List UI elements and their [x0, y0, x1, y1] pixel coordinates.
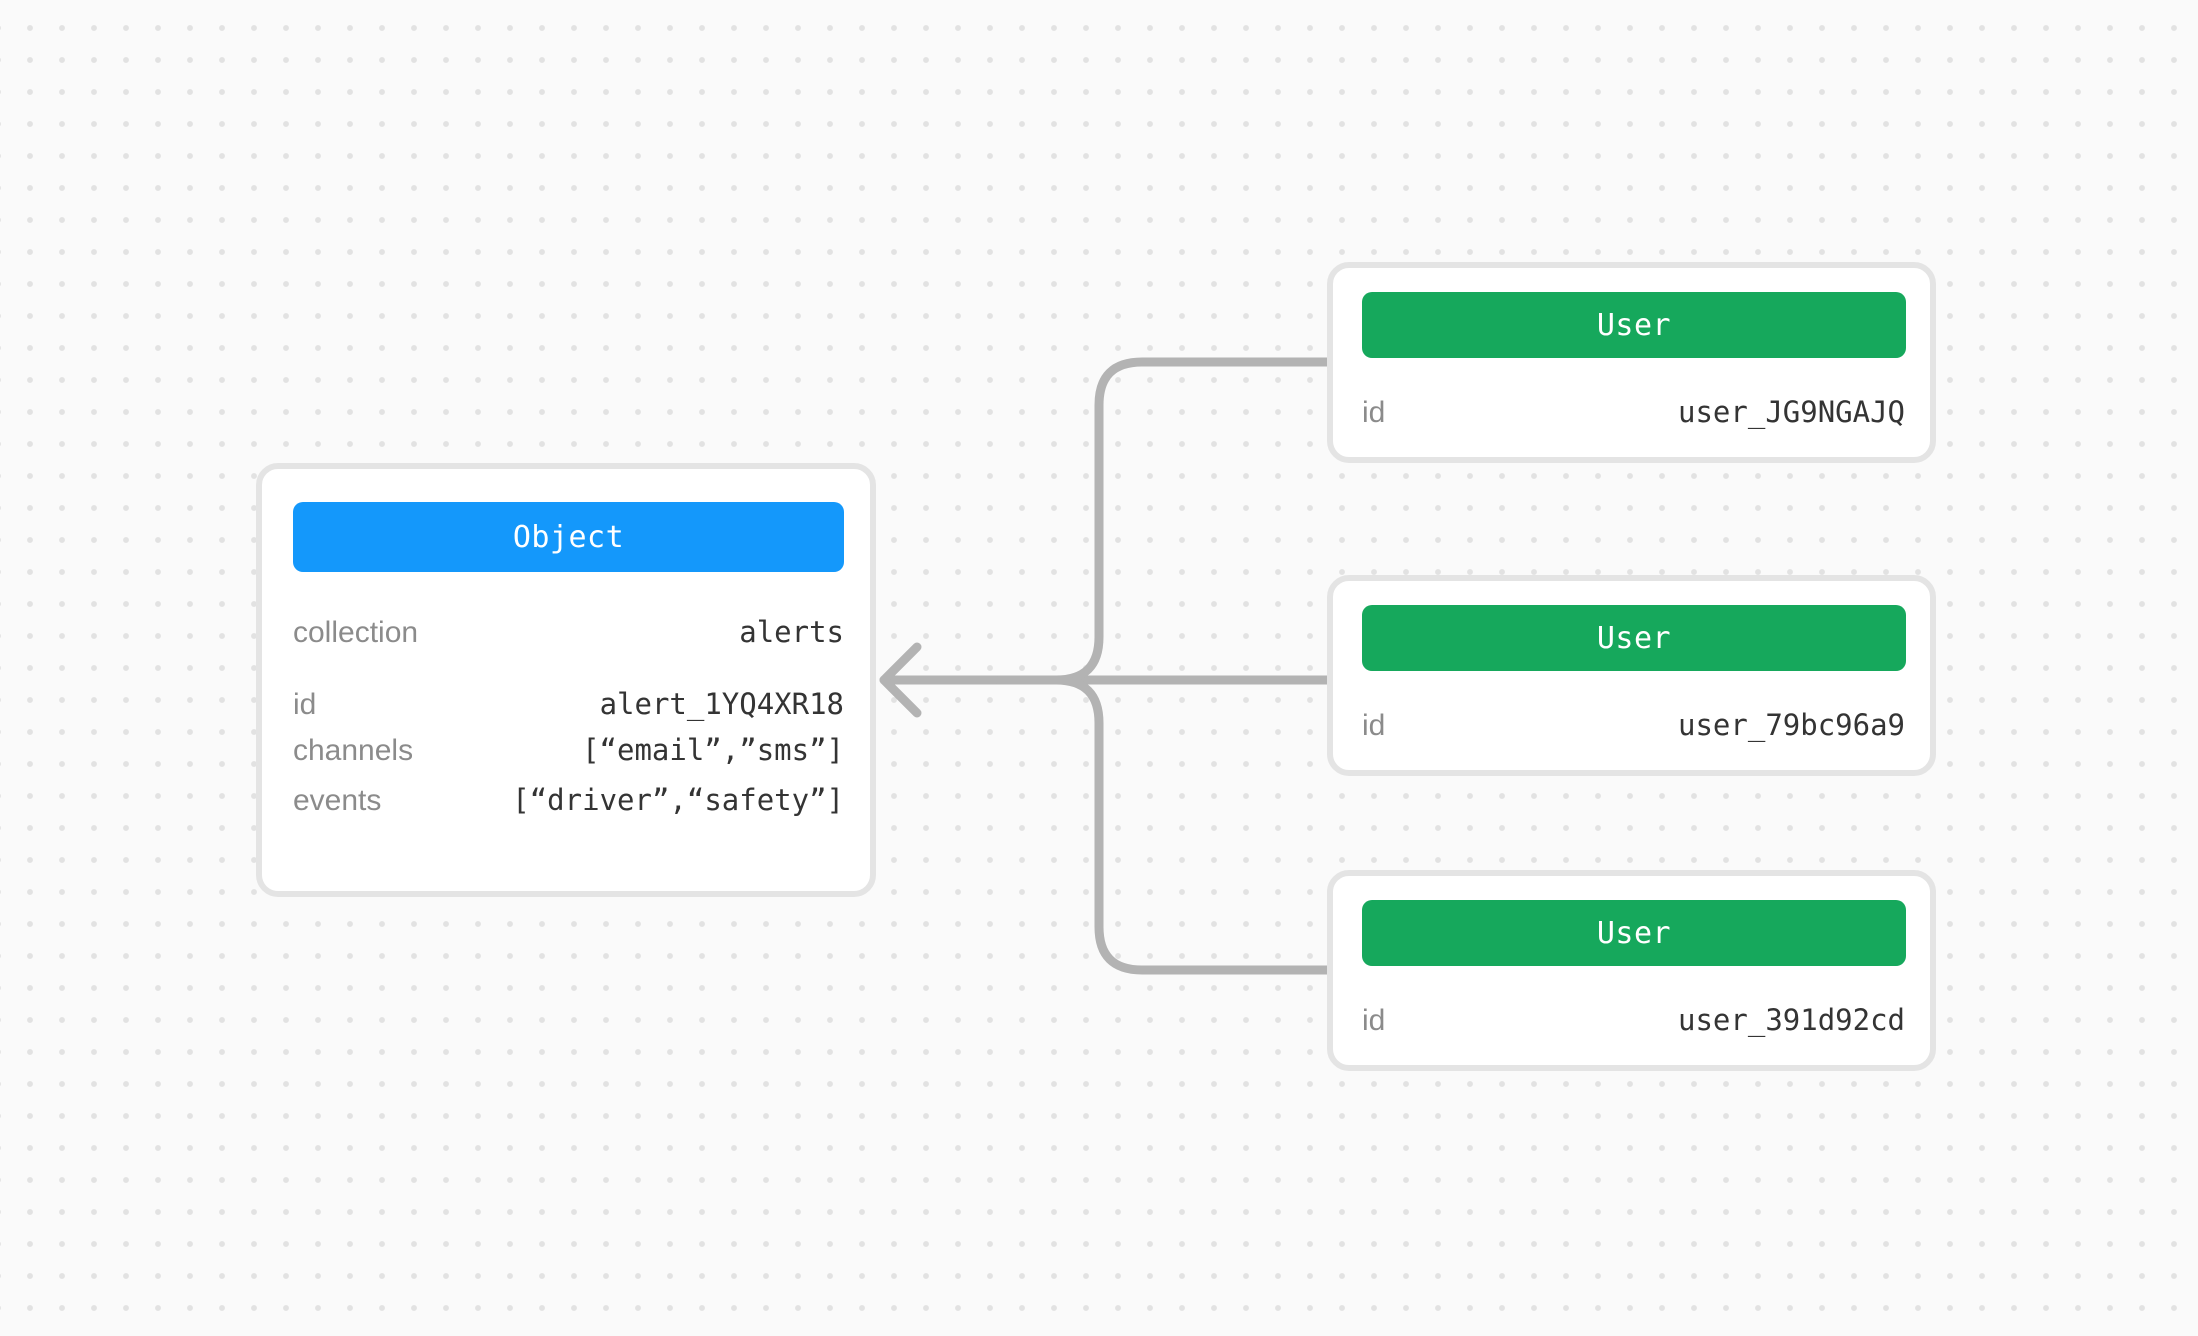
user-card-fields: id user_391d92cd: [1333, 999, 1930, 1042]
field-row-id: id user_79bc96a9: [1362, 704, 1905, 747]
field-value: user_JG9NGAJQ: [1678, 395, 1905, 429]
field-label: id: [1362, 709, 1386, 742]
field-row-id: id alert_1YQ4XR18: [293, 683, 844, 726]
object-card-fields: collection alerts id alert_1YQ4XR18 chan…: [262, 611, 870, 822]
field-value: [“email”,”sms”]: [582, 733, 844, 767]
user-card-fields: id user_JG9NGAJQ: [1333, 391, 1930, 434]
user-card-fields: id user_79bc96a9: [1333, 704, 1930, 747]
field-label: events: [293, 784, 382, 817]
user-card-3: User id user_391d92cd: [1327, 870, 1936, 1071]
field-row-events: events [“driver”,“safety”]: [293, 779, 844, 822]
connector-bottom: [995, 675, 1337, 975]
user-card-title: User: [1596, 915, 1672, 951]
user-card-header: User: [1362, 605, 1906, 671]
arrowhead-icon: [879, 642, 922, 718]
field-row-collection: collection alerts: [293, 611, 844, 654]
field-label: id: [1362, 396, 1386, 429]
user-card-2: User id user_79bc96a9: [1327, 575, 1936, 776]
field-value: user_79bc96a9: [1678, 708, 1905, 742]
user-card-title: User: [1596, 620, 1672, 656]
field-label: collection: [293, 616, 419, 649]
field-value: [“driver”,“safety”]: [512, 783, 844, 817]
connector-top: [995, 357, 1337, 685]
object-card: Object collection alerts id alert_1YQ4XR…: [256, 463, 876, 897]
field-label: id: [293, 688, 317, 721]
user-card-header: User: [1362, 900, 1906, 966]
field-row-id: id user_JG9NGAJQ: [1362, 391, 1905, 434]
user-card-title: User: [1596, 307, 1672, 343]
user-card-1: User id user_JG9NGAJQ: [1327, 262, 1936, 463]
field-label: channels: [293, 734, 414, 767]
field-value: user_391d92cd: [1678, 1003, 1905, 1037]
field-value: alert_1YQ4XR18: [599, 687, 844, 721]
field-row-channels: channels [“email”,”sms”]: [293, 729, 844, 772]
object-card-header: Object: [293, 502, 844, 572]
field-label: id: [1362, 1004, 1386, 1037]
user-card-header: User: [1362, 292, 1906, 358]
object-card-title: Object: [512, 519, 625, 555]
field-row-id: id user_391d92cd: [1362, 999, 1905, 1042]
field-value: alerts: [739, 615, 844, 649]
